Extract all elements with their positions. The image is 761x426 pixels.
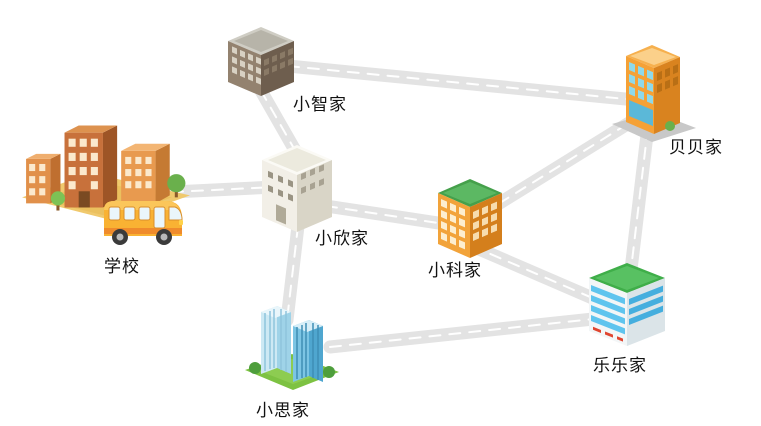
building-xiaozhi [222,22,300,98]
road-xiaoxin-xiaoke-centerline [325,205,459,227]
brown-office-building-icon [228,27,294,96]
building-xiaoxin [252,130,344,236]
blue-stripe-building-icon [589,263,665,346]
orange-apartment-building-icon [612,45,696,142]
label-xiaosi: 小思家 [256,401,310,420]
school-building-icon [22,125,190,222]
road-xiaosi-lele-centerline [329,316,613,348]
label-school: 学校 [104,257,140,276]
label-xiaozhi: 小智家 [293,95,347,114]
building-lele [583,258,671,350]
label-xiaoke: 小科家 [428,261,482,280]
building-school [20,110,192,222]
orange-green-roof-building-icon [438,179,502,258]
building-beibei [608,40,698,145]
building-xiaosi [243,288,341,394]
school-bus-icon [104,201,183,245]
white-apartment-building-icon [262,145,332,232]
building-xiaoke [432,172,508,262]
road-lele-beibei-centerline [629,117,650,279]
label-xiaoxin: 小欣家 [315,229,369,248]
label-lele: 乐乐家 [593,356,647,375]
road-xiaoxin-xiaosi-centerline [286,225,299,321]
road-xiaozhi-beibei-centerline [287,65,637,101]
school-bus [98,190,186,248]
glass-tower-buildings-icon [245,306,339,390]
road-xiaoke-lele-centerline [471,245,605,304]
label-beibei: 贝贝家 [669,138,723,157]
